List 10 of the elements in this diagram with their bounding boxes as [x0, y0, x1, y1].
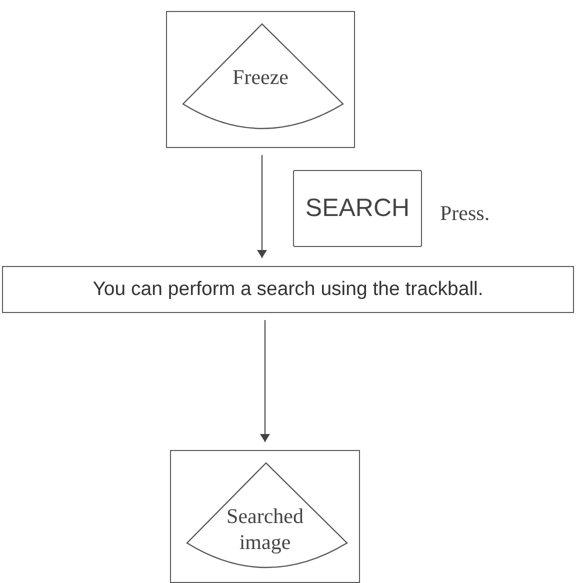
step-text: You can perform a search using the trackball.: [92, 276, 484, 302]
key-button: SEARCH: [293, 170, 422, 247]
screen-label: Searched image: [226, 503, 304, 555]
screen-label: Freeze: [232, 64, 290, 90]
screen-box: [166, 11, 355, 148]
screen-box: [170, 450, 360, 583]
arrow: [260, 320, 270, 442]
step-box: [2, 266, 574, 313]
arrow: [257, 155, 267, 258]
instruction-text: Press.: [440, 200, 490, 227]
